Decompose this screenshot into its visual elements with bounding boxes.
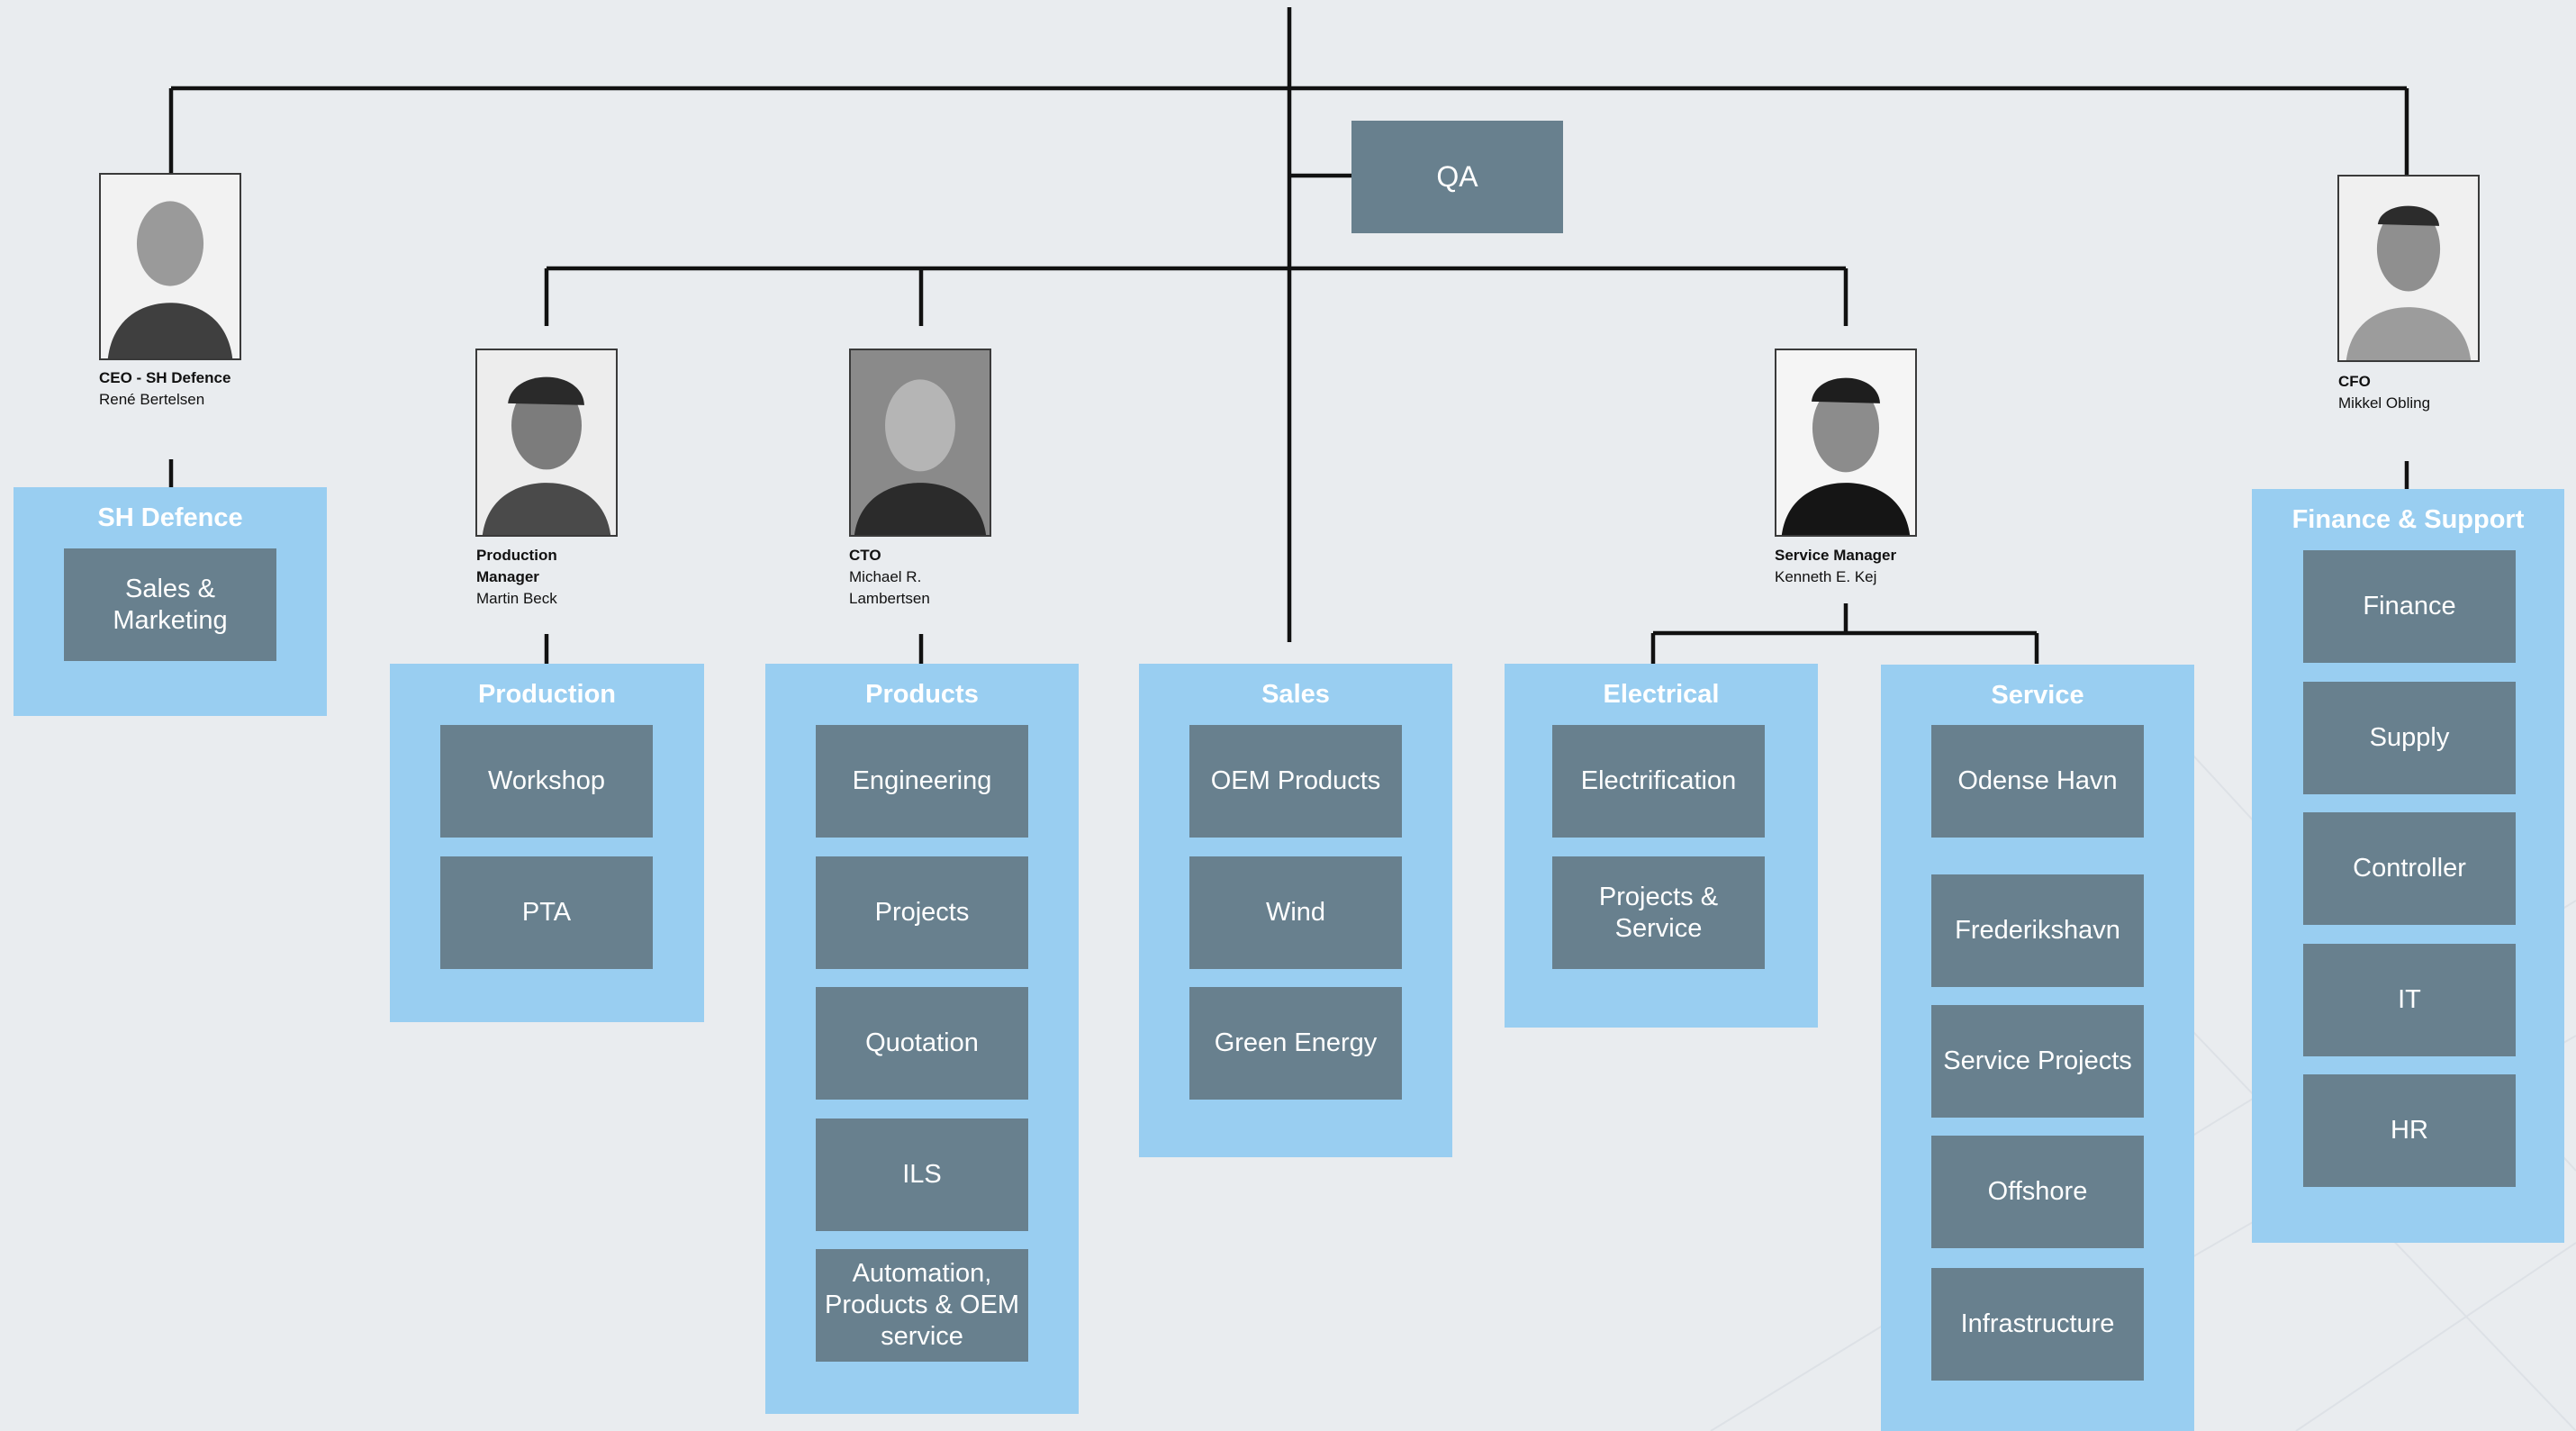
department-box: IT	[2303, 944, 2516, 1056]
unit-production: Production Workshop PTA	[390, 664, 704, 1022]
department-box: Quotation	[816, 987, 1028, 1100]
department-box: OEM Products	[1189, 725, 1402, 838]
department-box: Supply	[2303, 682, 2516, 794]
person-silhouette-icon	[101, 175, 240, 358]
service-manager-photo	[1775, 349, 1917, 537]
cto-photo	[849, 349, 991, 537]
production-manager-role: Production Manager	[476, 547, 557, 585]
cto-name: Michael R. Lambertsen	[849, 568, 930, 607]
unit-title: Electrical	[1603, 680, 1720, 709]
department-box: Workshop	[440, 725, 653, 838]
unit-sales: Sales OEM Products Wind Green Energy	[1139, 664, 1452, 1157]
unit-title: SH Defence	[97, 503, 243, 532]
person-silhouette-icon	[1776, 350, 1915, 535]
cto-role: CTO	[849, 547, 881, 564]
service-manager-name: Kenneth E. Kej	[1775, 568, 1877, 585]
cfo-photo	[2337, 175, 2480, 362]
ceo-role: CEO - SH Defence	[99, 369, 231, 386]
department-box: Engineering	[816, 725, 1028, 838]
unit-title: Sales	[1261, 680, 1330, 709]
unit-finance-support: Finance & Support Finance Supply Control…	[2252, 489, 2564, 1243]
department-box: HR	[2303, 1074, 2516, 1187]
department-box: Service Projects	[1931, 1005, 2144, 1118]
ceo-photo	[99, 173, 241, 360]
department-box: Finance	[2303, 550, 2516, 663]
department-box: Projects & Service	[1552, 856, 1765, 969]
cfo-name: Mikkel Obling	[2338, 394, 2431, 412]
cto-caption: CTO Michael R. Lambertsen	[849, 545, 957, 610]
production-manager-name: Martin Beck	[476, 590, 557, 607]
department-box: Frederikshavn	[1931, 874, 2144, 987]
person-silhouette-icon	[851, 350, 990, 535]
department-box: Green Energy	[1189, 987, 1402, 1100]
unit-service: Service Odense Havn Frederikshavn Servic…	[1881, 665, 2194, 1431]
ceo-name: René Bertelsen	[99, 391, 205, 408]
production-manager-caption: Production Manager Martin Beck	[476, 545, 584, 610]
unit-title: Finance & Support	[2291, 505, 2525, 534]
department-box: Sales & Marketing	[64, 548, 276, 661]
production-manager-photo	[475, 349, 618, 537]
cfo-role: CFO	[2338, 373, 2371, 390]
department-box: Wind	[1189, 856, 1402, 969]
department-box: Controller	[2303, 812, 2516, 925]
person-silhouette-icon	[2339, 177, 2478, 360]
department-box: ILS	[816, 1119, 1028, 1231]
department-box: Electrification	[1552, 725, 1765, 838]
unit-title: Service	[1991, 681, 2084, 710]
department-box: Offshore	[1931, 1136, 2144, 1248]
unit-title: Products	[865, 680, 979, 709]
department-box: PTA	[440, 856, 653, 969]
person-silhouette-icon	[477, 350, 616, 535]
unit-title: Production	[477, 680, 617, 709]
cfo-caption: CFO Mikkel Obling	[2338, 371, 2518, 414]
qa-box: QA	[1351, 121, 1563, 233]
department-box: Automation, Products & OEM service	[816, 1249, 1028, 1362]
unit-sh-defence: SH Defence Sales & Marketing	[14, 487, 327, 716]
service-manager-caption: Service Manager Kenneth E. Kej	[1775, 545, 1955, 588]
ceo-caption: CEO - SH Defence René Bertelsen	[99, 367, 315, 411]
department-box: Projects	[816, 856, 1028, 969]
service-manager-role: Service Manager	[1775, 547, 1897, 564]
department-box: Odense Havn	[1931, 725, 2144, 838]
unit-products: Products Engineering Projects Quotation …	[765, 664, 1079, 1414]
department-box: Infrastructure	[1931, 1268, 2144, 1381]
unit-electrical: Electrical Electrification Projects & Se…	[1505, 664, 1818, 1028]
